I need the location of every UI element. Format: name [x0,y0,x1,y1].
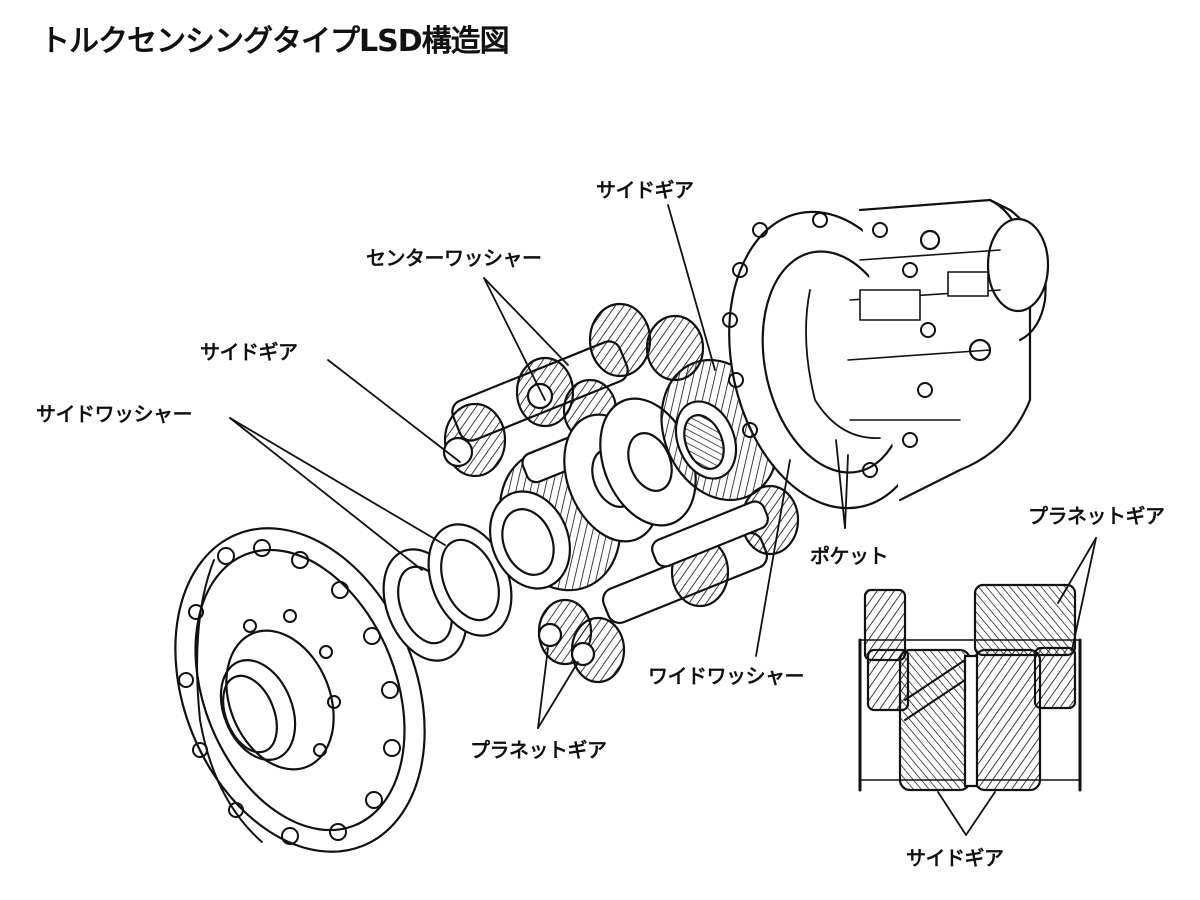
label-side-gear-top: サイドギア [596,178,694,202]
label-side-washer: サイドワッシャー [36,402,193,426]
side-washer-rings [382,523,513,662]
label-wide-washer: ワイドワッシャー [648,664,805,688]
diagram-title: トルクセンシングタイプLSD構造図 [40,24,510,59]
label-side-gear-left: サイドギア [200,340,298,364]
planetary-gears-lower [537,484,800,684]
leader-lines [229,204,1097,836]
label-planetary-gear-bottom: プラネットギア [470,738,607,762]
label-planetary-gear-right: プラネットギア [1028,504,1165,528]
label-pocket: ポケット [810,544,889,568]
label-side-gear-bottom: サイドギア [906,846,1004,870]
inset-gear-assembly [858,583,1082,792]
label-center-washer: センターワッシャー [366,246,542,270]
center-washer-rings [563,397,697,543]
differential-case [722,198,1050,510]
